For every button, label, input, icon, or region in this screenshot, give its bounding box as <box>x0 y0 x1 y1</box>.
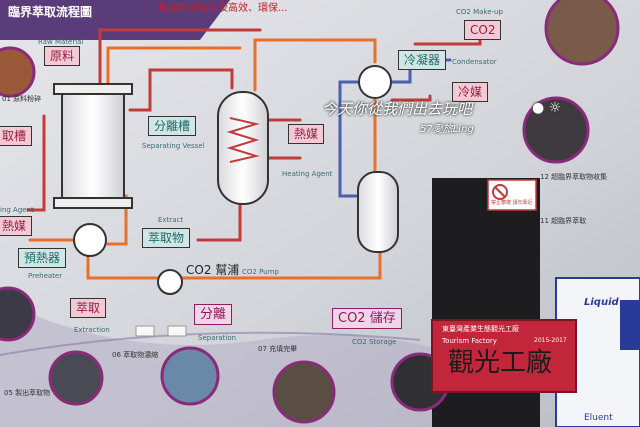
left-edge-tag-2: 熱媒 <box>0 216 33 236</box>
step-07-label: 07 充填完畢 <box>258 345 298 353</box>
plaque-logo-calligraphy: 觀光工廠 <box>448 348 553 378</box>
left-edge-en-label: ing Agent <box>0 206 34 214</box>
preheater-exchanger <box>73 223 107 257</box>
heating-agent-en-label: Heating Agent <box>282 170 333 178</box>
separation-en-label: Separation <box>198 334 237 342</box>
preheater-tag: 預熱器 <box>18 248 67 268</box>
raw-material-en-label: Raw Material <box>38 38 84 46</box>
header-title: 臨界萃取流程圖 <box>8 5 93 19</box>
extraction-tag: 萃取 <box>70 298 107 318</box>
step-01-label: 01 原料粉碎 <box>2 95 42 103</box>
heating-agent-tag: 熱媒 <box>288 124 325 144</box>
step-05-label: 05 製出萃取物 <box>4 389 51 397</box>
step-12-label: 12 超臨界萃取物收集 <box>540 173 608 181</box>
separating-vessel-en-label: Separating Vessel <box>142 142 205 150</box>
liquid-label: Liquid <box>584 297 619 308</box>
condenser-exchanger <box>358 65 392 99</box>
storage-tag: CO2 儲存 <box>332 308 402 329</box>
condenser-tag: 冷凝器 <box>398 50 447 70</box>
co2-pump <box>157 269 183 295</box>
warning-sign <box>487 179 537 211</box>
pump-label: CO2 幫浦 <box>186 263 240 277</box>
storage-en-label: CO2 Storage <box>352 338 397 346</box>
condenser-en-label: Condensator <box>452 58 497 66</box>
step-11-label: 11 超臨界萃取 <box>540 217 587 225</box>
extraction-vessel <box>61 89 125 203</box>
storage-tank <box>357 171 399 253</box>
header-slogan: 無溶劑汙染以及高效、環保... <box>158 3 288 14</box>
extract-tag: 萃取物 <box>142 228 191 248</box>
step-06-label: 06 萃取物濃縮 <box>112 351 159 359</box>
co2-makeup-label: CO2 Make-up <box>456 8 503 16</box>
sparkle-icon: ● ☼ <box>532 100 562 116</box>
raw-material-tag: 原料 <box>44 46 81 66</box>
coolant-tag: 冷媒 <box>452 82 489 102</box>
watermark-line-1: 今天你從我們出去玩吧 <box>322 100 473 118</box>
pump-en-label: CO2 Pump <box>242 268 279 276</box>
separating-vessel <box>217 91 269 205</box>
watermark-line-2: 57愛旅Ling <box>420 124 474 135</box>
eluent-label: Eluent <box>584 413 613 423</box>
plaque-line-1: 東臺灣產業生態觀光工廠 <box>442 325 519 333</box>
tourism-factory-plaque <box>431 319 577 393</box>
extraction-en-label: Extraction <box>74 326 110 334</box>
preheater-en-label: Preheater <box>28 272 63 280</box>
plaque-line-3: 2015-2017 <box>534 337 567 344</box>
left-edge-tag-1: 取槽 <box>0 126 33 146</box>
separation-tag: 分離 <box>194 304 233 325</box>
extract-en-label: Extract <box>158 216 184 224</box>
plaque-line-2: Tourism Factory <box>442 337 497 345</box>
co2-tag: CO2 <box>464 20 502 40</box>
separating-vessel-tag: 分離槽 <box>148 116 197 136</box>
warning-sign-text: 禁止攀爬 請勿靠近 <box>491 200 533 206</box>
